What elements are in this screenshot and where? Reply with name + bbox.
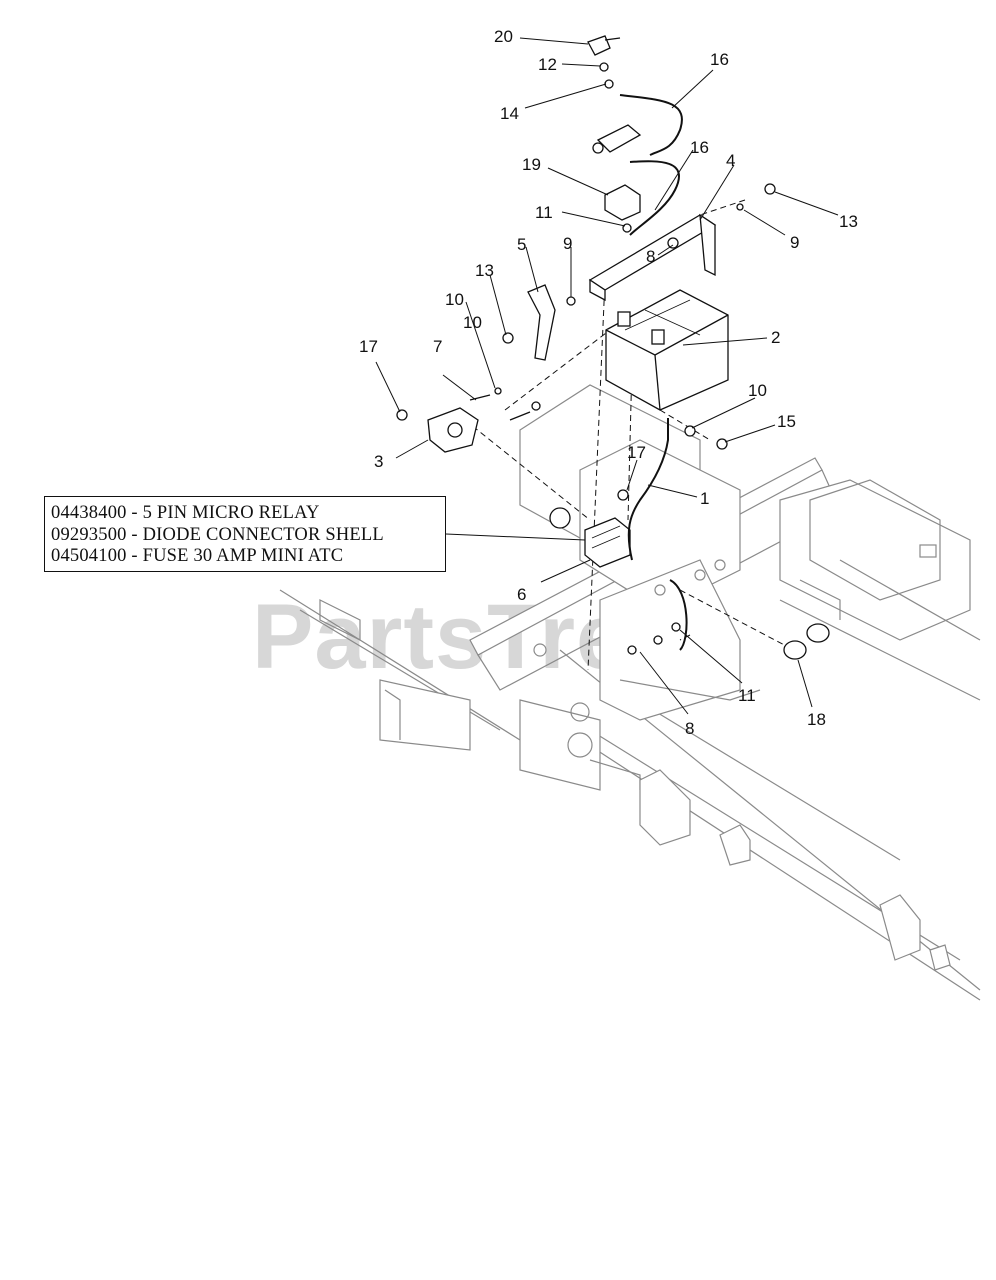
chassis-frame (279, 384, 981, 1001)
callout-17-mid: 17 (627, 443, 646, 462)
callout-3: 3 (374, 452, 383, 471)
callout-8-top: 8 (646, 247, 655, 266)
part-list-item: 09293500 - DIODE CONNECTOR SHELL (51, 524, 384, 545)
part-list-item: 04504100 - FUSE 30 AMP MINI ATC (51, 546, 344, 566)
callout-9-right: 9 (790, 233, 799, 252)
callout-16-top: 16 (710, 50, 729, 69)
cables (619, 94, 688, 651)
callout-13-right: 13 (839, 212, 858, 231)
leader-lines (375, 37, 839, 715)
callout-8-bottom: 8 (685, 719, 694, 738)
callout-6: 6 (517, 585, 526, 604)
callout-labels: 20 12 14 16 16 19 4 13 11 9 5 9 13 10 8 … (359, 27, 858, 738)
callout-16-mid: 16 (690, 138, 709, 157)
callout-11-bottom: 11 (738, 686, 756, 705)
callout-4: 4 (726, 151, 735, 170)
callout-5: 5 (517, 235, 526, 254)
callout-10-left: 10 (445, 290, 464, 309)
callout-11-top: 11 (535, 203, 553, 222)
callout-18: 18 (807, 710, 826, 729)
callout-12: 12 (538, 55, 557, 74)
callout-9-left: 9 (563, 234, 572, 253)
callout-1: 1 (700, 489, 709, 508)
callout-19: 19 (522, 155, 541, 174)
assembly-lines (464, 199, 791, 671)
callout-14: 14 (500, 104, 519, 123)
callout-17-left: 17 (359, 337, 378, 356)
callout-10-right: 10 (748, 381, 767, 400)
callout-10-lower-left: 10 (463, 313, 482, 332)
callout-2: 2 (771, 328, 780, 347)
callout-13-left: 13 (475, 261, 494, 280)
part-list-box: 04438400 - 5 PIN MICRO RELAY 09293500 - … (44, 496, 446, 572)
parts (396, 35, 830, 660)
callout-15: 15 (777, 412, 796, 431)
part-list-item: 04438400 - 5 PIN MICRO RELAY (51, 503, 320, 523)
callout-7: 7 (433, 337, 442, 356)
callout-20: 20 (494, 27, 513, 46)
